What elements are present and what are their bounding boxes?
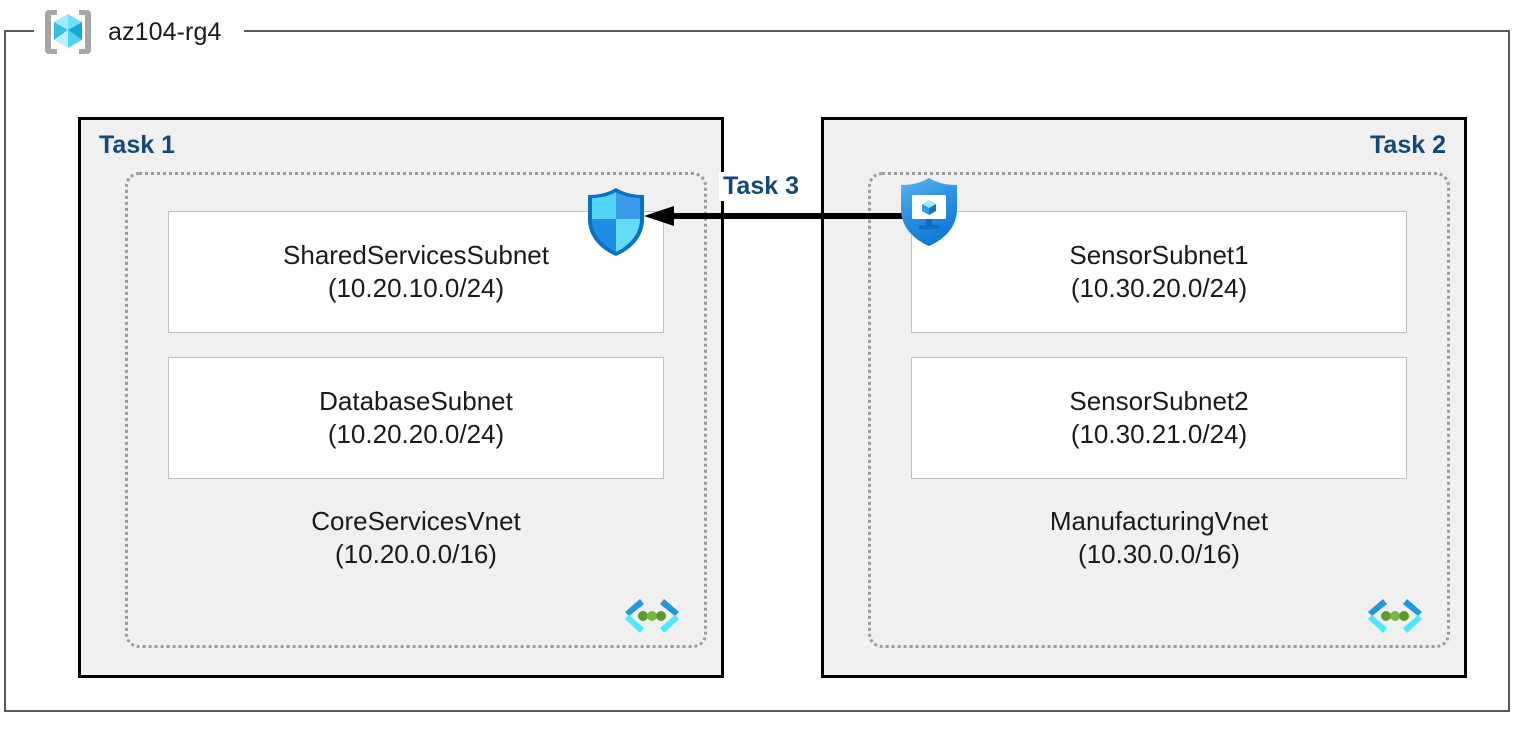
task-panel-2-label: Task 2	[1370, 131, 1446, 159]
subnet-shared-services[interactable]: SharedServicesSubnet (10.20.10.0/24)	[168, 211, 664, 333]
vnet-manufacturing[interactable]: SensorSubnet1 (10.30.20.0/24) SensorSubn…	[868, 172, 1450, 648]
subnet-sensor-1[interactable]: SensorSubnet1 (10.30.20.0/24)	[911, 211, 1407, 333]
task3-label: Task 3	[719, 172, 803, 201]
azure-bastion-shield-icon	[897, 176, 961, 248]
task-panel-1-label: Task 1	[99, 131, 175, 159]
azure-firewall-shield-icon	[584, 186, 648, 258]
subnet-database[interactable]: DatabaseSubnet (10.20.20.0/24)	[168, 357, 664, 479]
subnet-name: SharedServicesSubnet	[283, 239, 549, 270]
vnet-caption: ManufacturingVnet (10.30.0.0/16)	[871, 505, 1447, 572]
subnet-cidr: (10.20.10.0/24)	[327, 273, 505, 303]
vnet-cidr: (10.30.0.0/16)	[1078, 539, 1240, 570]
subnet-cidr: (10.30.21.0/24)	[1070, 419, 1248, 449]
task3-connector-arrow	[644, 206, 910, 226]
subnet-name: SensorSubnet1	[1069, 239, 1249, 270]
task-panel-1[interactable]: Task 1 SharedServicesSubnet (10.20.10.0/…	[78, 117, 724, 678]
subnet-name: DatabaseSubnet	[319, 385, 513, 416]
subnet-cidr: (10.30.20.0/24)	[1070, 273, 1248, 303]
vnet-name: ManufacturingVnet	[1049, 506, 1269, 536]
subnet-sensor-2[interactable]: SensorSubnet2 (10.30.21.0/24)	[911, 357, 1407, 479]
virtual-network-icon	[618, 593, 686, 641]
vnet-caption: CoreServicesVnet (10.20.0.0/16)	[128, 505, 704, 572]
subnet-cidr: (10.20.20.0/24)	[327, 419, 505, 449]
resource-group-cube-icon	[40, 6, 96, 58]
resource-group-title: az104-rg4	[40, 6, 221, 58]
subnet-name: SensorSubnet2	[1069, 385, 1249, 416]
resource-group-frame	[4, 30, 1510, 712]
virtual-network-icon	[1361, 593, 1429, 641]
resource-group-name: az104-rg4	[108, 17, 222, 46]
task-panel-2[interactable]: Task 2 SensorSubnet1 (10.30.20.0/24) Sen…	[821, 117, 1467, 678]
vnet-core-services[interactable]: SharedServicesSubnet (10.20.10.0/24) Dat…	[125, 172, 707, 648]
vnet-cidr: (10.20.0.0/16)	[335, 539, 497, 570]
vnet-name: CoreServicesVnet	[311, 506, 521, 536]
